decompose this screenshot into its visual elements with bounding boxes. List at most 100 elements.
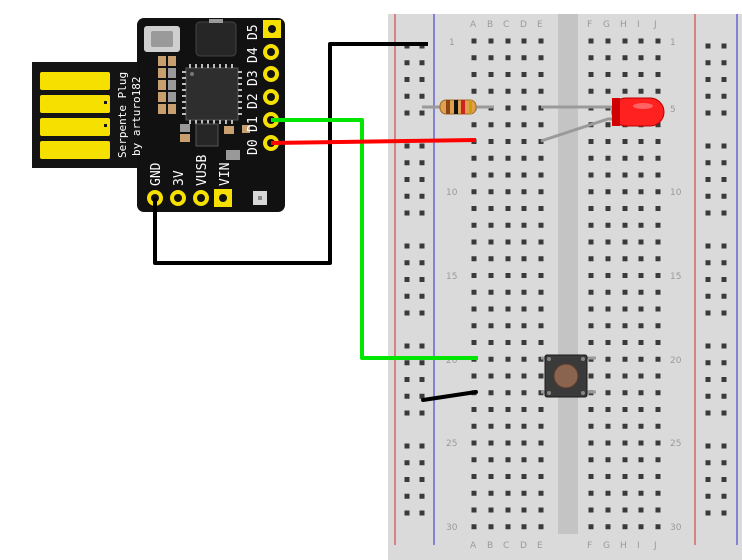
breadboard-hole[interactable] (638, 323, 644, 329)
power-rail-hole[interactable] (419, 510, 425, 516)
breadboard-hole[interactable] (538, 189, 544, 195)
breadboard-hole[interactable] (622, 139, 628, 144)
breadboard-hole[interactable] (488, 273, 494, 278)
breadboard-hole[interactable] (605, 524, 611, 530)
breadboard-hole[interactable] (605, 172, 611, 178)
breadboard-hole[interactable] (505, 206, 511, 211)
power-rail-hole[interactable] (404, 293, 410, 299)
breadboard-hole[interactable] (638, 306, 644, 312)
breadboard-hole[interactable] (638, 289, 644, 295)
breadboard-hole[interactable] (622, 38, 628, 44)
power-rail-hole[interactable] (419, 93, 425, 99)
breadboard-hole[interactable] (505, 256, 511, 262)
breadboard-hole[interactable] (588, 340, 594, 345)
breadboard-hole[interactable] (538, 139, 544, 144)
breadboard-hole[interactable] (488, 407, 494, 412)
power-rail-hole[interactable] (419, 177, 425, 182)
power-rail-hole[interactable] (404, 410, 410, 416)
breadboard-hole[interactable] (538, 38, 544, 44)
breadboard-hole[interactable] (488, 122, 494, 128)
breadboard-hole[interactable] (505, 524, 511, 530)
breadboard-hole[interactable] (521, 323, 527, 329)
breadboard-hole[interactable] (605, 88, 611, 94)
power-rail-hole[interactable] (721, 293, 727, 299)
breadboard-hole[interactable] (655, 373, 661, 379)
power-rail-hole[interactable] (419, 443, 425, 449)
breadboard-hole[interactable] (505, 373, 511, 379)
breadboard-hole[interactable] (588, 155, 594, 161)
breadboard-hole[interactable] (655, 122, 661, 128)
power-rail-hole[interactable] (705, 110, 711, 116)
breadboard-hole[interactable] (605, 256, 611, 262)
breadboard-hole[interactable] (471, 122, 477, 128)
breadboard-hole[interactable] (655, 407, 661, 412)
power-rail-hole[interactable] (721, 210, 727, 216)
breadboard-hole[interactable] (488, 256, 494, 262)
power-rail-hole[interactable] (705, 443, 711, 449)
breadboard-hole[interactable] (505, 407, 511, 412)
breadboard-hole[interactable] (605, 155, 611, 161)
breadboard-hole[interactable] (521, 55, 527, 61)
breadboard-hole[interactable] (638, 474, 644, 479)
breadboard-hole[interactable] (655, 88, 661, 94)
push-button-cap[interactable] (553, 363, 579, 389)
breadboard-hole[interactable] (588, 256, 594, 262)
power-rail-hole[interactable] (419, 110, 425, 116)
breadboard-hole[interactable] (622, 155, 628, 161)
power-rail-hole[interactable] (721, 410, 727, 416)
power-rail-hole[interactable] (404, 110, 410, 116)
breadboard-hole[interactable] (471, 206, 477, 211)
breadboard-hole[interactable] (605, 206, 611, 211)
breadboard-hole[interactable] (622, 440, 628, 446)
power-rail-hole[interactable] (721, 393, 727, 399)
breadboard-hole[interactable] (521, 507, 527, 513)
breadboard-hole[interactable] (488, 373, 494, 379)
breadboard-hole[interactable] (471, 55, 477, 61)
power-rail-hole[interactable] (419, 360, 425, 366)
breadboard-hole[interactable] (605, 407, 611, 412)
breadboard-hole[interactable] (471, 524, 477, 530)
breadboard-hole[interactable] (588, 222, 594, 228)
breadboard-hole[interactable] (521, 122, 527, 128)
breadboard-hole[interactable] (505, 490, 511, 496)
breadboard-hole[interactable] (538, 256, 544, 262)
breadboard-hole[interactable] (521, 273, 527, 278)
breadboard-hole[interactable] (638, 440, 644, 446)
breadboard-hole[interactable] (505, 38, 511, 44)
breadboard-hole[interactable] (588, 206, 594, 211)
breadboard-hole[interactable] (521, 206, 527, 211)
breadboard-hole[interactable] (505, 55, 511, 61)
breadboard-hole[interactable] (638, 155, 644, 161)
power-rail-hole[interactable] (705, 193, 711, 199)
power-rail-hole[interactable] (705, 60, 711, 66)
breadboard-hole[interactable] (538, 239, 544, 245)
breadboard-hole[interactable] (505, 72, 511, 77)
breadboard-hole[interactable] (521, 407, 527, 412)
power-rail-hole[interactable] (705, 343, 711, 349)
breadboard-hole[interactable] (622, 172, 628, 178)
breadboard-hole[interactable] (488, 88, 494, 94)
breadboard-hole[interactable] (622, 222, 628, 228)
breadboard-hole[interactable] (471, 440, 477, 446)
breadboard-hole[interactable] (538, 323, 544, 329)
power-rail-hole[interactable] (721, 493, 727, 499)
breadboard-hole[interactable] (505, 323, 511, 329)
power-rail-hole[interactable] (404, 193, 410, 199)
breadboard-hole[interactable] (505, 88, 511, 94)
breadboard-hole[interactable] (638, 72, 644, 77)
breadboard-hole[interactable] (488, 155, 494, 161)
breadboard-hole[interactable] (521, 88, 527, 94)
breadboard-hole[interactable] (605, 440, 611, 446)
breadboard-hole[interactable] (505, 222, 511, 228)
breadboard-hole[interactable] (521, 340, 527, 345)
breadboard-hole[interactable] (538, 490, 544, 496)
breadboard-hole[interactable] (605, 189, 611, 195)
breadboard-hole[interactable] (622, 273, 628, 278)
power-rail-hole[interactable] (419, 293, 425, 299)
breadboard-hole[interactable] (638, 507, 644, 513)
power-rail-hole[interactable] (705, 510, 711, 516)
power-rail-hole[interactable] (419, 77, 425, 82)
breadboard-hole[interactable] (605, 390, 611, 396)
breadboard-hole[interactable] (655, 474, 661, 479)
power-rail-hole[interactable] (721, 177, 727, 182)
